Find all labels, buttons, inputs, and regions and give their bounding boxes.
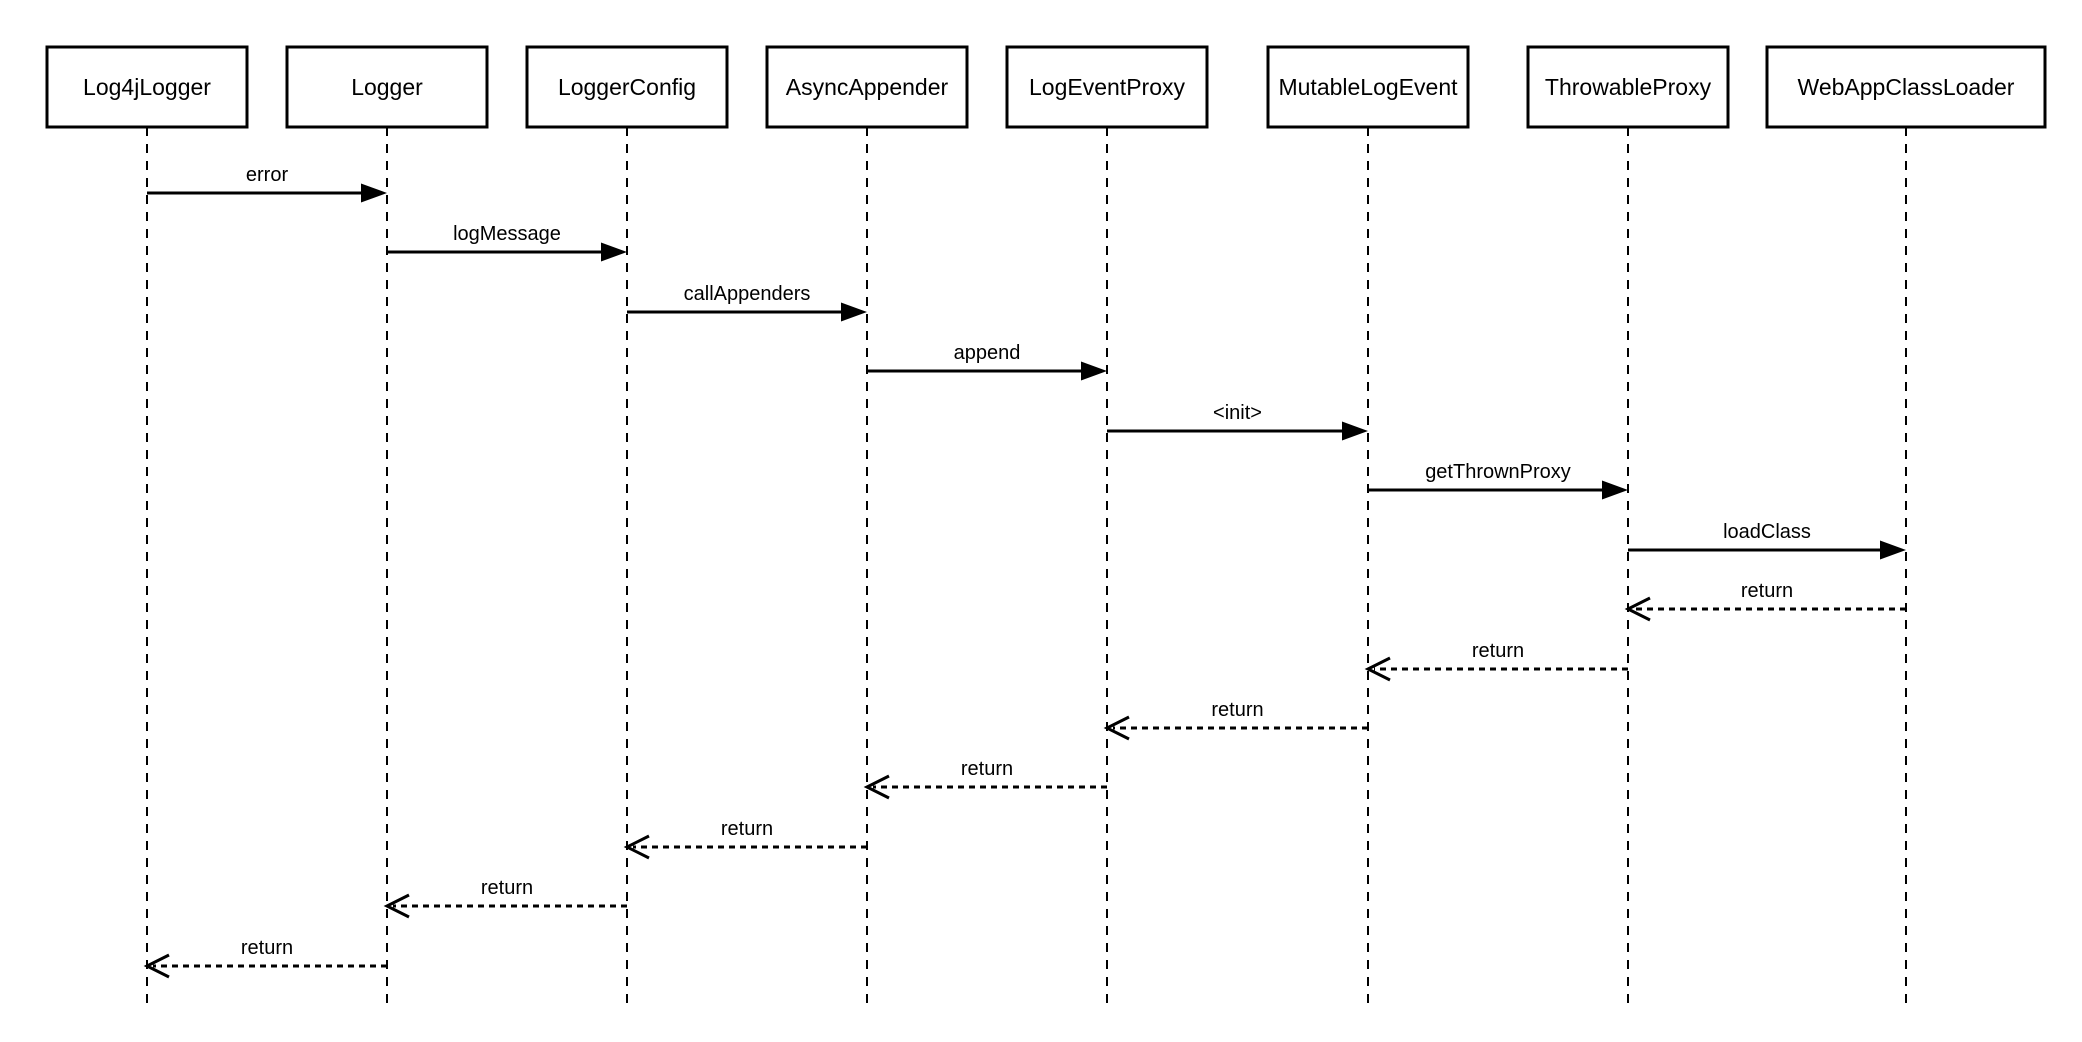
message-10-arrowhead-open — [863, 774, 890, 800]
message-3-arrowhead-filled — [1081, 361, 1107, 381]
message-0-arrowhead-filled — [361, 183, 387, 203]
participant-box-loggerconfig — [525, 45, 729, 129]
message-12-arrowhead-open — [383, 893, 410, 919]
message-4-label: <init> — [1213, 402, 1262, 424]
participant-box-logeventproxy — [1005, 45, 1209, 129]
participant-box-asyncappender — [765, 45, 969, 129]
participant-label-asyncappender: AsyncAppender — [786, 74, 949, 100]
message-9-label: return — [1211, 699, 1263, 721]
message-3-label: append — [954, 342, 1021, 364]
message-13-label: return — [241, 937, 293, 959]
message-7-label: return — [1741, 580, 1793, 602]
participant-box-log4jlogger — [45, 45, 249, 129]
participant-box-throwableproxy — [1526, 45, 1730, 129]
participant-label-throwableproxy: ThrowableProxy — [1545, 74, 1712, 100]
participant-label-logeventproxy: LogEventProxy — [1029, 74, 1185, 100]
message-7-arrowhead-open — [1624, 596, 1651, 622]
message-1-label: logMessage — [453, 223, 561, 245]
message-4-arrowhead-filled — [1342, 421, 1368, 441]
message-1-arrowhead-filled — [601, 242, 627, 262]
message-8-label: return — [1472, 640, 1524, 662]
message-8-arrowhead-open — [1364, 656, 1391, 682]
message-13-arrowhead-open — [143, 953, 170, 979]
message-11-arrowhead-open — [623, 834, 650, 860]
message-6-label: loadClass — [1723, 521, 1811, 543]
participant-label-loggerconfig: LoggerConfig — [558, 74, 696, 100]
participant-box-logger — [285, 45, 489, 129]
participant-label-log4jlogger: Log4jLogger — [83, 74, 211, 100]
participant-label-webappclassloader: WebAppClassLoader — [1798, 74, 2015, 100]
participant-box-webappclassloader — [1765, 45, 2047, 129]
message-9-arrowhead-open — [1103, 715, 1130, 741]
participant-label-logger: Logger — [351, 74, 423, 100]
message-2-arrowhead-filled — [841, 302, 867, 322]
message-0-label: error — [246, 164, 289, 186]
participant-label-mutablelogevent: MutableLogEvent — [1278, 74, 1458, 100]
message-12-label: return — [481, 877, 533, 899]
message-6-arrowhead-filled — [1880, 540, 1906, 560]
message-5-label: getThrownProxy — [1425, 461, 1571, 483]
message-5-arrowhead-filled — [1602, 480, 1628, 500]
participant-box-mutablelogevent — [1266, 45, 1470, 129]
message-11-label: return — [721, 818, 773, 840]
message-2-label: callAppenders — [684, 283, 811, 305]
message-10-label: return — [961, 758, 1013, 780]
